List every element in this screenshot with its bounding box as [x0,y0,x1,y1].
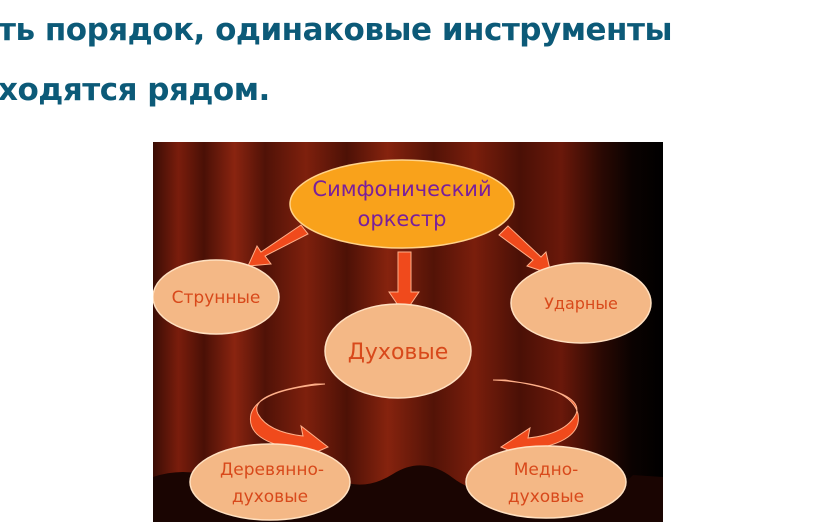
slide-title-line-2: ходятся рядом. [0,72,270,108]
node-woodwinds: Деревянно- духовые [189,443,351,521]
woodwinds-label-line-1: Деревянно- [220,460,324,480]
orchestra-diagram: Симфонический оркестр Струнные Ударные Д… [153,142,663,522]
node-symphony-orchestra: Симфонический оркестр [289,159,515,249]
percussion-label: Ударные [544,294,618,313]
arrow-to-winds [388,251,420,315]
winds-label: Духовые [348,340,449,365]
brass-label-line-2: духовые [508,487,584,507]
node-brass: Медно- духовые [465,445,627,519]
arrow-to-percussion [498,225,552,275]
node-strings: Струнные [153,259,280,335]
node-winds: Духовые [324,303,472,399]
root-label-line-2: оркестр [358,207,447,231]
root-label-line-1: Симфонический [312,177,491,201]
slide-title-line-1: ть порядок, одинаковые инструменты [0,12,672,48]
arrow-to-strings [247,224,309,267]
strings-label: Струнные [172,288,261,308]
brass-label-line-1: Медно- [514,460,579,480]
curved-arrow-to-woodwinds [249,383,329,461]
woodwinds-label-line-2: духовые [232,487,308,507]
node-percussion: Ударные [510,262,652,344]
